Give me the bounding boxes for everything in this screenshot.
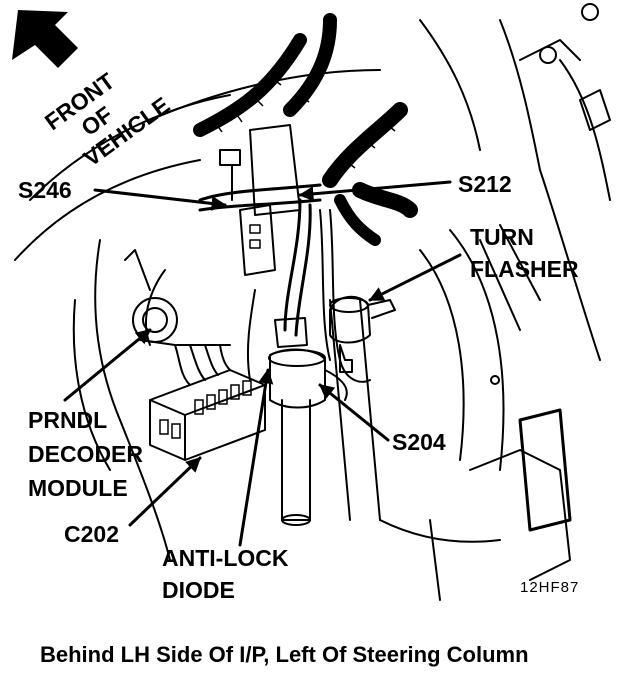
label-prndl-line2: DECODER bbox=[28, 441, 143, 467]
label-s212: S212 bbox=[458, 171, 512, 197]
label-c202: C202 bbox=[64, 521, 119, 547]
callout-arrows bbox=[63, 180, 462, 547]
label-anti-lock-line1: ANTI-LOCK bbox=[162, 545, 289, 571]
label-s246: S246 bbox=[18, 177, 72, 203]
figure-caption: Behind LH Side Of I/P, Left Of Steering … bbox=[40, 642, 529, 667]
orientation-label: FRONT OF VEHICLE bbox=[40, 68, 175, 172]
label-s204: S204 bbox=[392, 429, 446, 455]
wire-runs bbox=[246, 198, 371, 383]
label-prndl-line3: MODULE bbox=[28, 475, 128, 501]
figure-code: 12HF87 bbox=[520, 579, 579, 596]
label-turn-flasher-line2: FLASHER bbox=[470, 256, 579, 282]
wire-harness-upper bbox=[193, 13, 418, 276]
dashboard-outline bbox=[14, 3, 611, 601]
front-of-vehicle-arrow-icon bbox=[12, 10, 78, 68]
prndl-decoder-module bbox=[124, 249, 266, 461]
turn-flasher-unit bbox=[329, 295, 396, 373]
label-turn-flasher-line1: TURN bbox=[470, 224, 534, 250]
label-prndl-line1: PRNDL bbox=[28, 407, 107, 433]
label-anti-lock-line2: DIODE bbox=[162, 577, 235, 603]
anti-lock-diode-assembly bbox=[268, 317, 348, 526]
